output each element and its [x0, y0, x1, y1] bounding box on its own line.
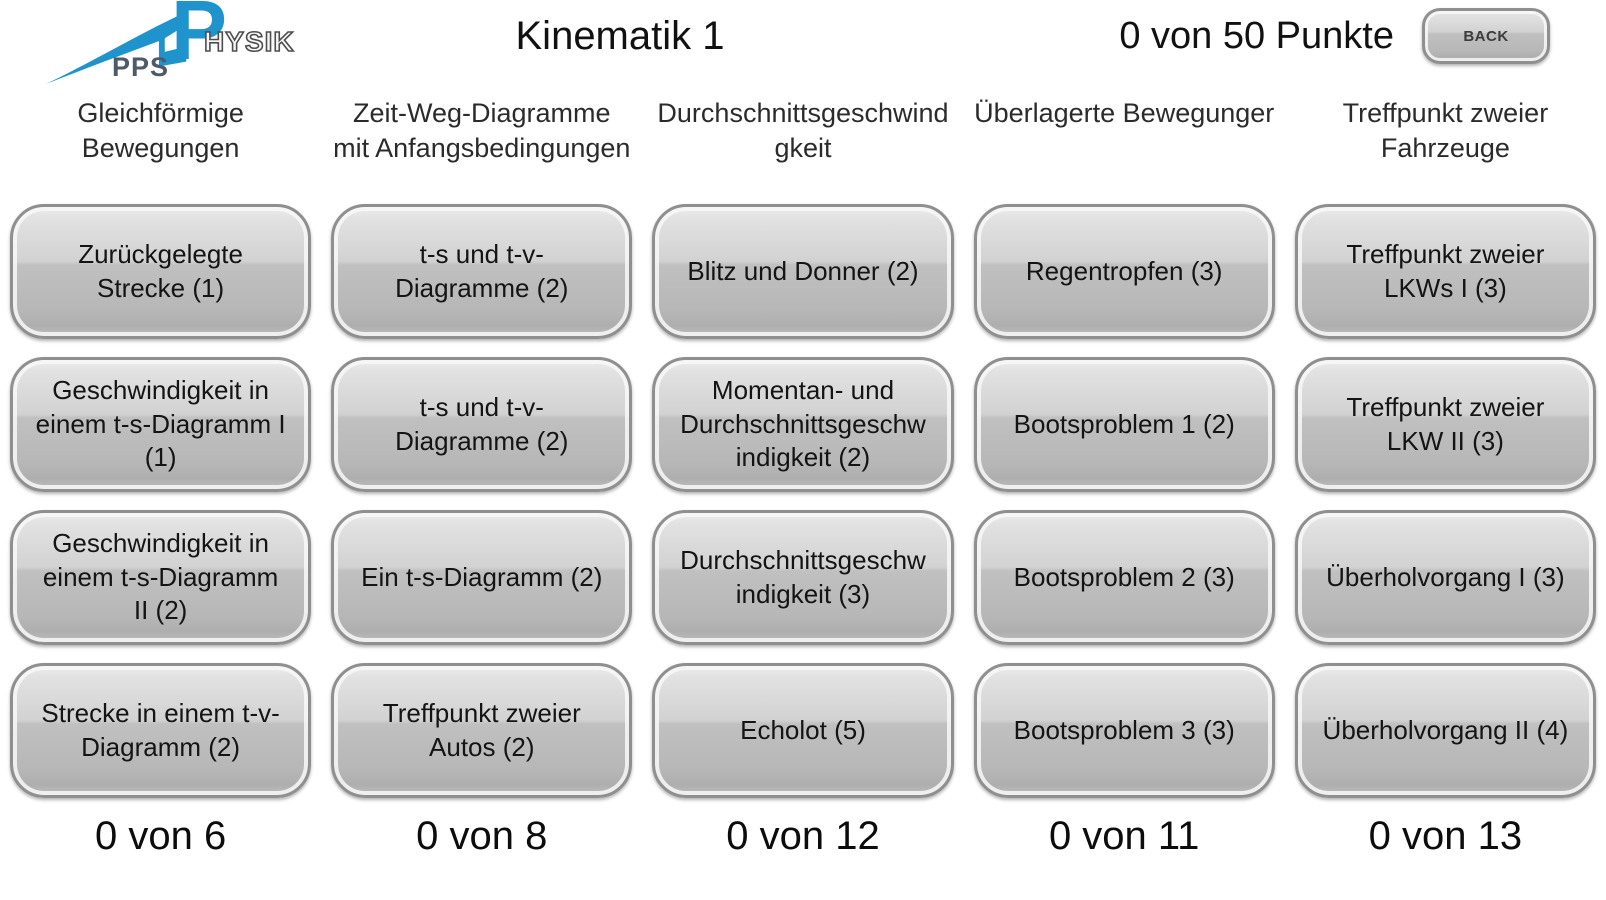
- exercise-button[interactable]: Regentropfen (3): [973, 204, 1275, 339]
- exercise-button-label: Treffpunkt zweier LKWs I (3): [1346, 238, 1545, 303]
- column-zeit-weg-diagramme: Zeit-Weg-Diagramme mit Anfangsbedingunge…: [331, 96, 633, 859]
- exercise-button-label: Bootsproblem 2 (3): [1013, 561, 1235, 592]
- exercise-button[interactable]: t-s und t-v- Diagramme (2): [331, 357, 633, 492]
- column-header: Zeit-Weg-Diagramme mit Anfangsbedingunge…: [333, 98, 631, 163]
- column-buttons: Treffpunkt zweier LKWs I (3) Treffpunkt …: [1294, 204, 1596, 798]
- exercise-button-label: Echolot (5): [740, 714, 866, 745]
- column-score: 0 von 8: [416, 814, 548, 858]
- column-header: Gleichförmige Bewegungen: [77, 98, 244, 163]
- exercise-button-label: t-s und t-v- Diagramme (2): [395, 391, 569, 456]
- exercise-button-label: Geschwindigkeit in einem t-s-Diagramm I …: [35, 374, 286, 473]
- column-score: 0 von 11: [1048, 814, 1200, 858]
- column-header: Treffpunkt zweier Fahrzeuge: [1342, 98, 1549, 163]
- exercise-button-label: Bootsproblem 3 (3): [1013, 714, 1235, 745]
- exercise-button-label: Treffpunkt zweier Autos (2): [382, 697, 581, 762]
- exercise-button[interactable]: Ein t-s-Diagramm (2): [331, 510, 633, 645]
- back-button[interactable]: BACK: [1422, 8, 1550, 64]
- exercise-button[interactable]: Überholvorgang II (4): [1294, 663, 1596, 798]
- column-score: 0 von 13: [1368, 814, 1523, 858]
- column-score: 0 von 12: [726, 814, 880, 858]
- exercise-button[interactable]: Blitz und Donner (2): [652, 204, 954, 339]
- exercise-button[interactable]: Bootsproblem 2 (3): [973, 510, 1275, 645]
- exercise-grid: Gleichförmige Bewegungen Zurückgelegte S…: [0, 96, 1606, 859]
- page-title: Kinematik 1: [515, 14, 725, 58]
- column-gleichfoermige-bewegungen: Gleichförmige Bewegungen Zurückgelegte S…: [10, 96, 312, 859]
- app-header: PPS P HYSIK Kinematik 1 0 von 50 Punkte …: [0, 0, 1606, 96]
- column-buttons: t-s und t-v- Diagramme (2) t-s und t-v- …: [331, 204, 633, 798]
- exercise-button-label: Regentropfen (3): [1025, 255, 1223, 286]
- exercise-button[interactable]: Treffpunkt zweier LKW II (3): [1294, 357, 1596, 492]
- exercise-button-label: Momentan- und Durchschnittsgeschw indigk…: [680, 374, 926, 473]
- column-score: 0 von 6: [94, 814, 227, 858]
- exercise-button-label: Geschwindigkeit in einem t-s-Diagramm II…: [42, 527, 279, 626]
- exercise-button[interactable]: Treffpunkt zweier LKWs I (3): [1294, 204, 1596, 339]
- exercise-button[interactable]: Bootsproblem 1 (2): [973, 357, 1275, 492]
- exercise-button[interactable]: Überholvorgang I (3): [1294, 510, 1596, 645]
- exercise-button-label: Ein t-s-Diagramm (2): [361, 561, 603, 592]
- total-score: 0 von 50 Punkte: [1119, 14, 1394, 57]
- exercise-button-label: Bootsproblem 1 (2): [1013, 408, 1235, 439]
- exercise-button-label: Treffpunkt zweier LKW II (3): [1346, 391, 1545, 456]
- header-right: 0 von 50 Punkte BACK: [1119, 6, 1550, 66]
- exercise-button-label: t-s und t-v- Diagramme (2): [395, 238, 569, 303]
- exercise-button[interactable]: Momentan- und Durchschnittsgeschw indigk…: [652, 357, 954, 492]
- logo-a-swoosh-icon: [45, 11, 187, 85]
- logo-pps-text: PPS: [112, 52, 170, 82]
- column-buttons: Zurückgelegte Strecke (1) Geschwindigkei…: [10, 204, 312, 798]
- exercise-button-label: Blitz und Donner (2): [687, 255, 919, 286]
- exercise-button[interactable]: Geschwindigkeit in einem t-s-Diagramm II…: [10, 510, 312, 645]
- exercise-button[interactable]: Geschwindigkeit in einem t-s-Diagramm I …: [10, 357, 312, 492]
- exercise-button[interactable]: Zurückgelegte Strecke (1): [10, 204, 312, 339]
- exercise-button[interactable]: Bootsproblem 3 (3): [973, 663, 1275, 798]
- exercise-button-label: Durchschnittsgeschw indigkeit (3): [680, 544, 926, 609]
- exercise-button-label: Überholvorgang II (4): [1322, 714, 1569, 745]
- exercise-button-label: Überholvorgang I (3): [1326, 561, 1565, 592]
- exercise-button[interactable]: Durchschnittsgeschw indigkeit (3): [652, 510, 954, 645]
- exercise-button-label: Strecke in einem t-v- Diagramm (2): [41, 697, 280, 762]
- logo-p-letter: P: [171, 0, 228, 77]
- exercise-button[interactable]: Treffpunkt zweier Autos (2): [331, 663, 633, 798]
- exercise-button-label: Zurückgelegte Strecke (1): [78, 238, 243, 303]
- column-buttons: Blitz und Donner (2) Momentan- und Durch…: [652, 204, 954, 798]
- column-header: Durchschnittsgeschwind gkeit: [657, 98, 949, 163]
- column-header: Überlagerte Bewegunger: [974, 98, 1275, 128]
- logo-hysik-text: HYSIK: [203, 25, 295, 58]
- app-logo: PPS P HYSIK: [38, 0, 318, 92]
- column-treffpunkt-zweier-fahrzeuge: Treffpunkt zweier Fahrzeuge Treffpunkt z…: [1294, 96, 1596, 859]
- exercise-button[interactable]: t-s und t-v- Diagramme (2): [331, 204, 633, 339]
- column-durchschnittsgeschwindigkeit: Durchschnittsgeschwind gkeit Blitz und D…: [652, 96, 954, 859]
- column-buttons: Regentropfen (3) Bootsproblem 1 (2) Boot…: [973, 204, 1275, 798]
- exercise-button[interactable]: Echolot (5): [652, 663, 954, 798]
- column-ueberlagerte-bewegungen: Überlagerte Bewegunger Regentropfen (3) …: [973, 96, 1275, 859]
- exercise-button[interactable]: Strecke in einem t-v- Diagramm (2): [10, 663, 312, 798]
